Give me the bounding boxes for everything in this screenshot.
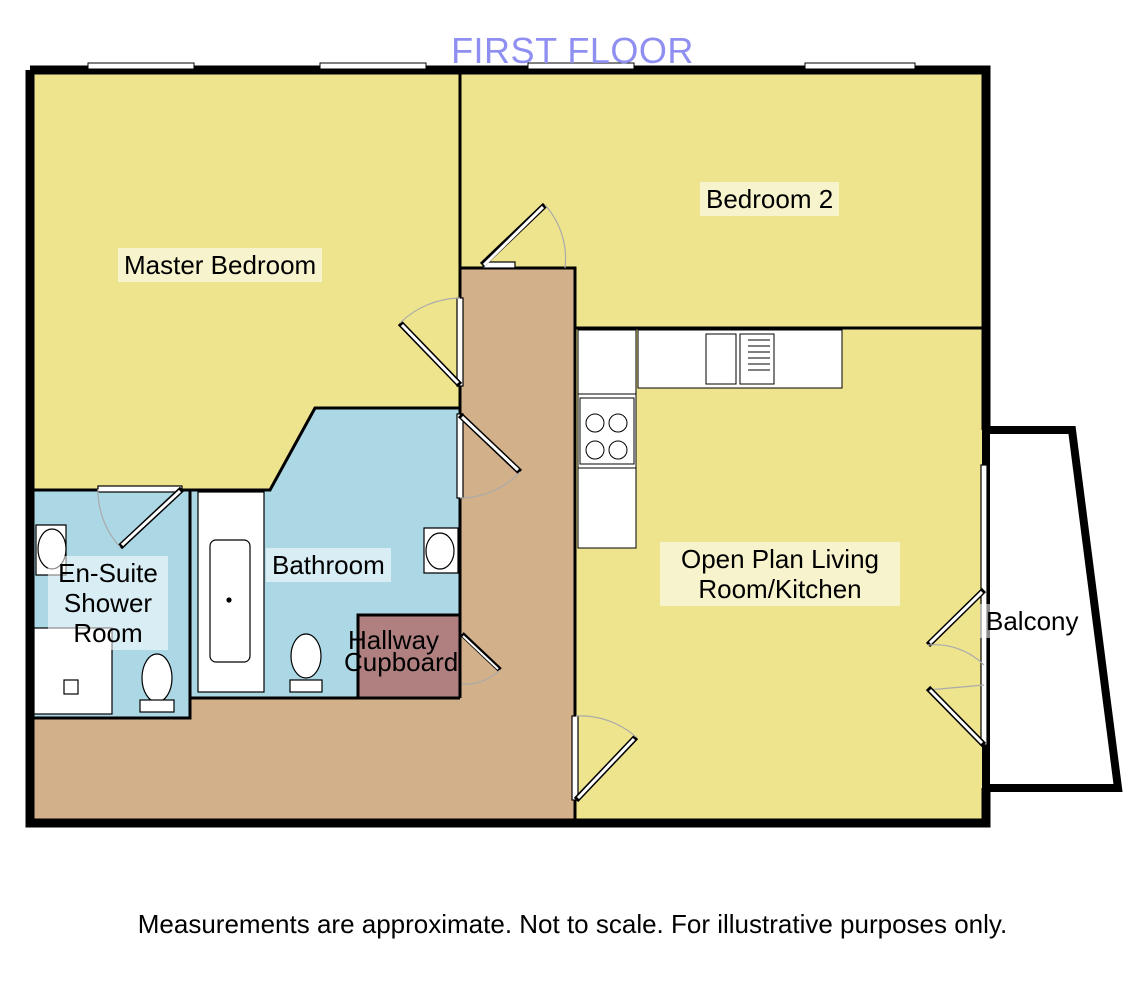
windows bbox=[87, 62, 916, 70]
cupboard-area bbox=[358, 615, 460, 698]
balcony-label: Balcony bbox=[980, 604, 1085, 638]
master-bedroom-label: Master Bedroom bbox=[118, 248, 323, 282]
kitchen-units bbox=[577, 329, 843, 549]
bathroom-label: Bathroom bbox=[266, 548, 391, 582]
outer-wall bbox=[30, 65, 991, 430]
open-plan-label: Open Plan Living Room/Kitchen bbox=[660, 542, 900, 606]
outer-wall-lower bbox=[25, 70, 991, 828]
hallway-area bbox=[30, 268, 575, 823]
hallway-label: Hallway bbox=[348, 625, 440, 655]
floor-title: FIRST FLOOR bbox=[451, 30, 694, 71]
disclaimer-text: Measurements are approximate. Not to sca… bbox=[137, 909, 1008, 939]
cupboard-label: Cupboard bbox=[344, 647, 459, 677]
ensuite-label: En-Suite Shower Room bbox=[48, 556, 168, 650]
bathroom-fixtures bbox=[33, 491, 459, 715]
bedroom-2-label: Bedroom 2 bbox=[700, 182, 840, 216]
